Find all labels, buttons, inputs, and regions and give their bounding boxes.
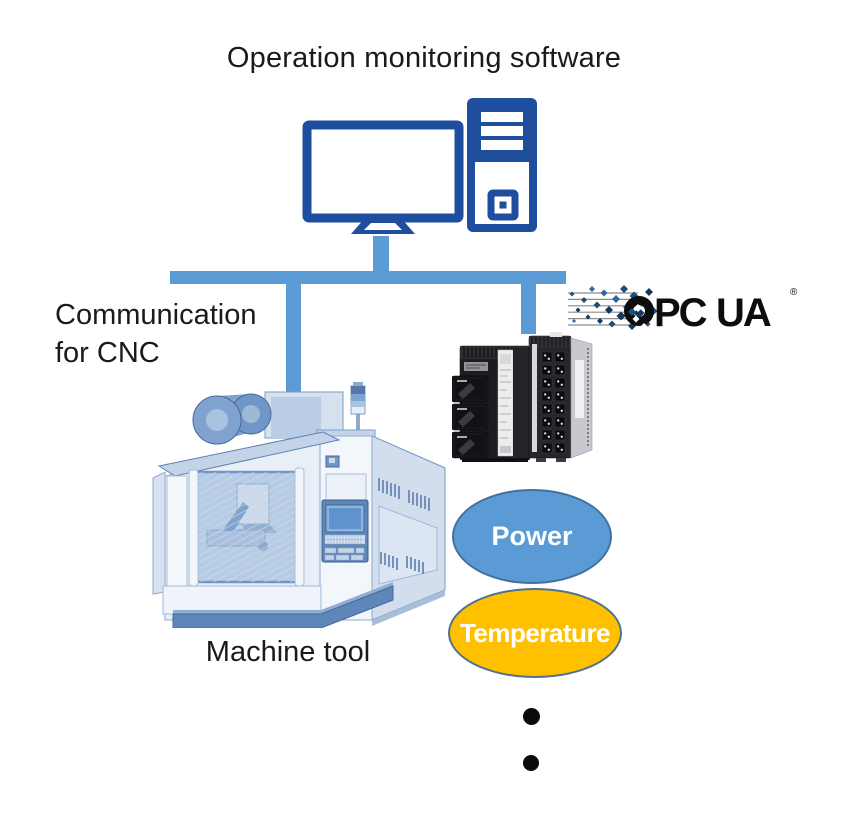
plc-label-strip (497, 349, 514, 457)
roof-bar (157, 431, 341, 477)
power-bubble-label: Power (491, 521, 573, 551)
logo-letter-o (624, 296, 654, 326)
temperature-bubble-label: Temperature (459, 617, 611, 648)
plc-controller-image (452, 332, 593, 462)
logo-text-ua: UA (716, 291, 771, 335)
machine-tool-illustration (152, 382, 446, 628)
ellipsis-dot (523, 708, 540, 725)
stack-light (350, 382, 366, 432)
opc-ua-logo: PC UA ® (568, 285, 798, 335)
ellipsis-dot (523, 755, 539, 771)
machine-base-slab (172, 585, 394, 628)
network-line-machine-drop (286, 282, 301, 397)
temperature-bubble: Temperature (448, 588, 622, 678)
desktop-computer-icon (302, 98, 537, 234)
monitor-screen (302, 120, 464, 223)
plc-terminal-blocks (452, 375, 489, 459)
logo-text-pc: PC (654, 291, 707, 335)
logo-registered-mark: ® (790, 287, 798, 298)
page-title: Operation monitoring software (226, 42, 622, 74)
network-line-bus (170, 271, 566, 284)
network-line-pc-drop (373, 236, 389, 276)
cnc-control-panel (321, 499, 369, 563)
communication-label-line2: for CNC (55, 337, 160, 369)
machine-pedestal (162, 585, 322, 615)
logo-o-diamonds (628, 304, 648, 331)
machine-window (191, 470, 303, 584)
communication-label-line1: Communication (55, 299, 257, 331)
network-line-plc-drop (521, 282, 536, 334)
machine-tool-label: Machine tool (205, 636, 371, 668)
communication-label: Communication for CNC (55, 296, 256, 372)
power-bubble: Power (452, 489, 612, 584)
